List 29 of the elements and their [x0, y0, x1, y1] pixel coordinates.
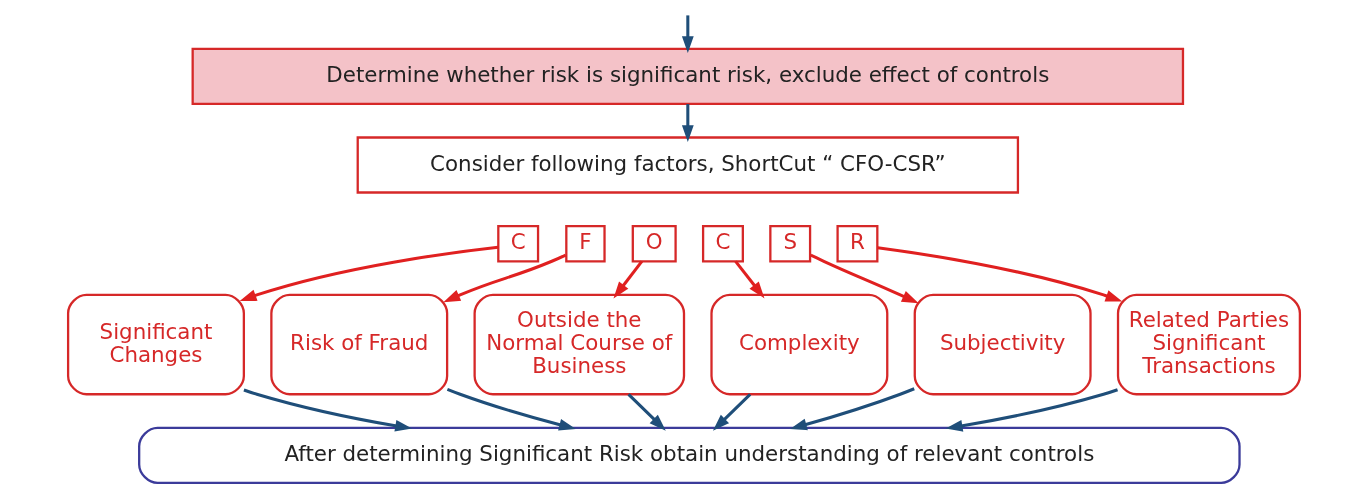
node-box: R [836, 225, 879, 263]
node-box: Risk of Fraud [270, 293, 449, 396]
arrow [681, 104, 694, 143]
arrow [810, 253, 919, 304]
arrow [239, 245, 499, 301]
arrow [446, 387, 576, 431]
node-box: Related Parties Significant Transactions [1116, 293, 1302, 396]
node-box: C [497, 225, 540, 263]
node-box: O [631, 225, 677, 263]
arrow [790, 387, 915, 431]
arrow [877, 246, 1123, 302]
arrow [443, 253, 567, 303]
node-box: Significant Changes [66, 293, 245, 396]
node-box: Subjectivity [913, 293, 1092, 396]
node-box: After determining Significant Risk obtain understanding of relevant controls [138, 426, 1241, 484]
node-box: Outside the Normal Course of Business [473, 293, 686, 396]
node-box: Determine whether risk is significant risk, exclude effect of controls [191, 47, 1185, 105]
node-box: Complexity [710, 293, 889, 396]
node-box: S [769, 225, 812, 263]
arrow [613, 260, 644, 299]
arrow [734, 260, 765, 299]
arrow [627, 393, 666, 431]
arrow [712, 393, 752, 431]
node-box: C [701, 225, 744, 263]
arrow [945, 388, 1119, 432]
arrow [243, 388, 413, 432]
node-box: Consider following factors, ShortCut “ CFO-CSR” [356, 136, 1020, 194]
node-box: F [565, 225, 606, 263]
arrow [681, 15, 694, 54]
